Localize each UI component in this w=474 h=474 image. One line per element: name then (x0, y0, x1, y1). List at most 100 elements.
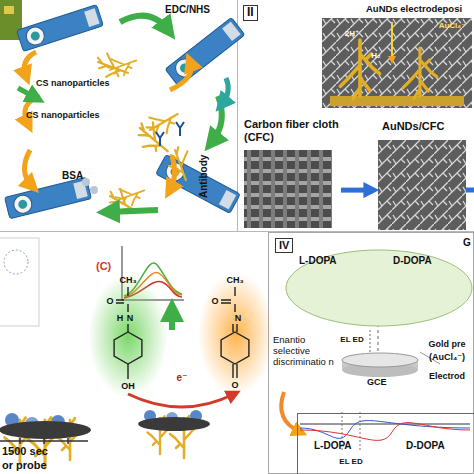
annotation-label: EL ED (339, 457, 362, 466)
panel: (C) 1500 secor probe (0, 232, 268, 474)
node-text: Carbon fiber cloth (CFC) (244, 118, 339, 143)
annotation-label: OH (121, 381, 135, 391)
panel-one-art (17, 5, 104, 52)
panel-two-art (244, 150, 332, 228)
panel-three-art (0, 421, 91, 439)
panel: EDC/NHS CS nanoparticles CS nanoparticlesB… (0, 0, 237, 231)
annotation-label: (AuCl₄⁻) (429, 352, 465, 362)
panel-three-art (0, 438, 88, 444)
molecule-structure (221, 287, 237, 378)
panel-four-art (300, 423, 470, 441)
panel-three-art (4, 250, 28, 274)
panel-four-art (370, 330, 371, 352)
annotation-label: CH₃ (226, 275, 243, 285)
node-text: IV (275, 238, 293, 253)
panel-one-art (212, 96, 222, 142)
panel-one-art (0, 0, 245, 222)
panel-one-art (143, 104, 183, 140)
node-text: L-DOPA (299, 255, 337, 267)
node-text: (C) (96, 260, 111, 273)
image-box: AuNDs/CFC (377, 116, 467, 230)
panel-four-art (300, 421, 470, 439)
annotation-label: Gold pre (428, 339, 465, 349)
node-text: EDC/NHS (165, 4, 210, 16)
panel-three-art (0, 238, 274, 468)
annotation-label: e⁻ (177, 372, 188, 384)
node-text: D-DOPA (406, 440, 445, 452)
panel-one-art (170, 62, 191, 90)
panel-three-art (128, 394, 234, 407)
panel-one-art (165, 17, 245, 86)
node-text: CS nanoparticles (26, 110, 100, 120)
node-text: Antibody (198, 155, 210, 198)
oval-outline (286, 250, 472, 326)
panel-one-art (113, 181, 147, 209)
panel-one-art (4, 6, 14, 14)
annotation-label: 2H⁺ (345, 29, 359, 38)
annotation-label: N (127, 313, 134, 323)
panel-one-art (156, 132, 164, 146)
node-text: G (463, 237, 471, 249)
panel-one-art (156, 155, 240, 214)
panel-one-art (170, 156, 175, 190)
node-text: L-DOPA (314, 440, 352, 452)
annotation-label: CH₃ (119, 275, 136, 285)
annotation-label: N (235, 313, 242, 323)
node-text: 1500 sec (2, 445, 48, 458)
node-text: II (243, 5, 258, 21)
panel-dividers (0, 0, 474, 232)
panel-four-art (300, 424, 470, 425)
panel-one-art (90, 186, 98, 194)
annotation-label: O (106, 296, 113, 306)
panel-two-art (322, 18, 472, 108)
node-text: CS nanoparticles (36, 78, 110, 88)
panel-three-art (88, 274, 168, 398)
panel-one-art (82, 178, 90, 186)
node-text: D-DOPA (393, 255, 432, 267)
node-text: AuNDs electrodeposi (366, 4, 462, 15)
annotation-label: Electrod (429, 371, 465, 381)
panel-two-art (466, 188, 474, 193)
molecule-structure (114, 332, 142, 364)
panel-three-art (0, 238, 39, 326)
panel-four-art (342, 353, 418, 367)
panel-one-art (24, 52, 36, 76)
node-text: Enantio selective discriminatio n (273, 335, 339, 368)
panel-three-art (138, 417, 210, 431)
annotation-label: O (231, 380, 238, 390)
molecule-structure (116, 287, 128, 379)
annotation-label: O (211, 296, 218, 306)
node-text: AuNDs/CFC (382, 120, 444, 133)
panel-four-art (360, 412, 361, 452)
molecule-structure (221, 332, 249, 364)
panel-three-art (198, 272, 274, 396)
panel-one-art (120, 16, 168, 30)
node-text: GCE (367, 377, 387, 387)
panel-one-art (222, 78, 228, 104)
molecule-structure (114, 287, 249, 379)
panel-one-art (5, 177, 92, 219)
panel-one-art (105, 51, 139, 79)
panel-one-art (108, 210, 158, 212)
annotation-label: H (117, 313, 124, 323)
panel-two-art (340, 40, 379, 99)
node-text: BSA (62, 170, 83, 182)
annotation-label: EL ED (340, 335, 363, 344)
panel-two-art (391, 22, 393, 60)
node-text: or probe (2, 459, 47, 472)
panel-two-art (403, 48, 437, 98)
panel-one-art (24, 150, 32, 186)
annotation-label: AuCl₄⁻ (439, 21, 466, 30)
panel-two-art (330, 96, 464, 106)
panel-two-art (378, 140, 466, 230)
panel-one-art (164, 145, 197, 184)
plot-box: L-DOPA D-DOPA (297, 413, 474, 474)
oval-bubble: L-DOPA D-DOPA (285, 249, 473, 327)
panel-two-art (244, 18, 474, 230)
panel-three-art (169, 310, 175, 330)
